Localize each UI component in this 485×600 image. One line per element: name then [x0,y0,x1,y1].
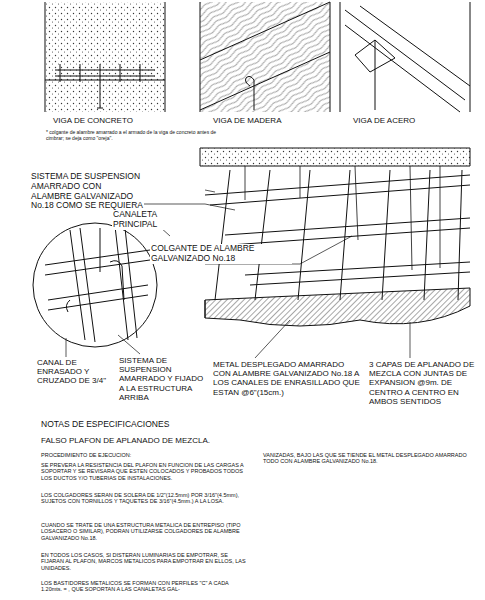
note-text: SE PREVERA LA RESISTENCIA DEL PLAFON EN … [40,462,247,481]
footnote: * colgante de alambre amarrado a el arma… [45,130,222,142]
callout-label: CANAL DE ENRASADO Y CRUZADO DE 3/4" [36,358,110,386]
notes-subheading: FALSO PLAFON DE APLANADO DE MEZCLA. [40,436,262,445]
note-text: LOS COLGADORES SERAN DE SOLERA DE 1/2"(1… [40,492,247,505]
callout-label: COLGANTE DE ALAMBRE GALVANIZADO No.18 [150,244,292,264]
callout-label: SISTEMA DE SUSPENSION AMARRADO Y FIJADO … [118,356,208,402]
note-text: EN TODOS LOS CASOS, SI DISTERAN LUMINARI… [40,552,247,571]
callout-label: SISTEMA DE SUSPENSION AMARRADO CON ALAMB… [30,172,144,211]
note-text: PROCEDIMIENTO DE EJECUCION: [40,452,242,458]
callout-label: METAL DESPLEGADO AMARRADO CON ALAMBRE GA… [212,360,364,397]
beam-caption: VIGA DE ACERO [352,116,464,125]
callout-label: CANALETA PRINCIPAL [112,210,204,230]
beam-caption: VIGA DE CONCRETO [52,116,174,125]
note-text: CUANDO SE TRATE DE UNA ESTRUCTURA METALI… [40,522,247,541]
note-text: VANIZADAS, BAJO LAS QUE SE TIENDE EL MET… [262,452,469,465]
beam-caption: VIGA DE MADERA [212,116,334,125]
note-text: LOS BASTIDORES METALICOS SE FORMAN CON P… [40,580,247,593]
notes-heading: NOTAS DE ESPECIFICACIONES [40,420,262,430]
callout-label: 3 CAPAS DE APLANADO DE MEZCLA CON JUNTAS… [368,360,482,406]
